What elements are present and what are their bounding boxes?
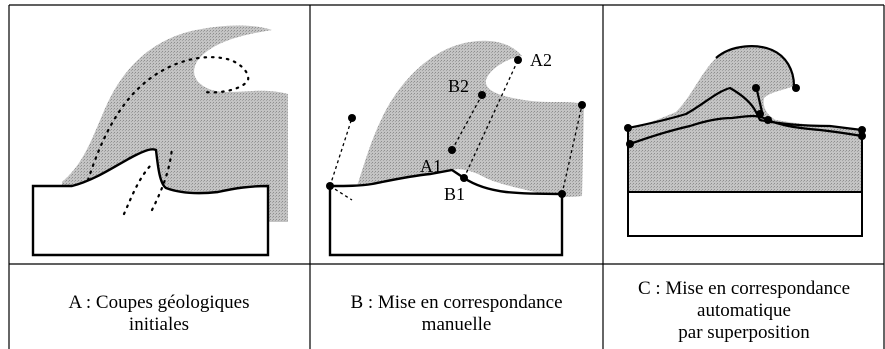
caption-panel-a: A : Coupes géologiques initiales xyxy=(14,292,304,336)
label-b1: B1 xyxy=(444,184,465,204)
panel-b-diagram: A1 B1 A2 B2 xyxy=(326,41,586,255)
caption-panel-b: B : Mise en correspondance manuelle xyxy=(314,292,599,336)
panel-c-lower-block xyxy=(628,192,862,236)
panel-c-diagram xyxy=(624,46,866,236)
caption-panel-b-line-2: manuelle xyxy=(314,314,599,336)
label-a1: A1 xyxy=(420,156,442,176)
caption-panel-a-line-1: A : Coupes géologiques xyxy=(14,292,304,314)
caption-panel-c-line-3: par superposition xyxy=(607,322,881,344)
caption-panel-c-line-1: C : Mise en correspondance xyxy=(607,278,881,300)
caption-panel-c-line-2: automatique xyxy=(607,300,881,322)
caption-panel-c: C : Mise en correspondance automatique p… xyxy=(607,278,881,344)
label-b2: B2 xyxy=(448,76,469,96)
label-a2: A2 xyxy=(530,50,552,70)
caption-panel-b-line-1: B : Mise en correspondance xyxy=(314,292,599,314)
panel-a-diagram xyxy=(33,26,288,256)
caption-panel-a-line-2: initiales xyxy=(14,314,304,336)
